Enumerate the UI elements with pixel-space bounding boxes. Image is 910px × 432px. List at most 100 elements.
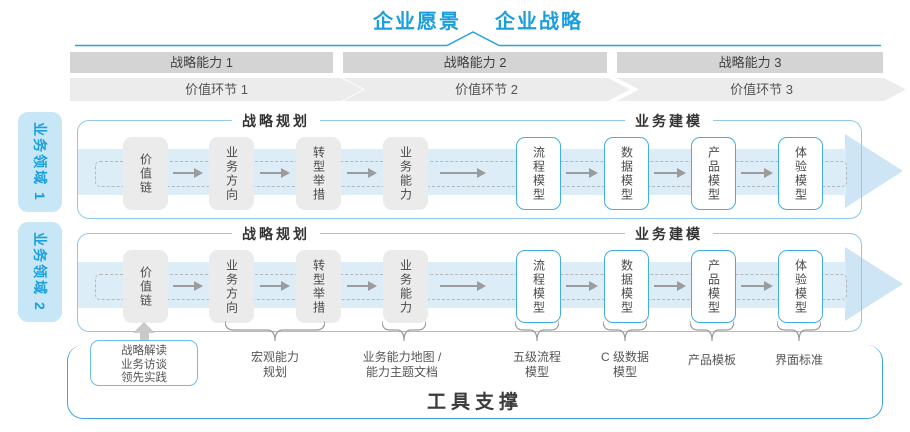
domain-label-1: 业务领域 1	[18, 112, 62, 212]
value-chain-chevron-3: 价值环节 3	[617, 78, 906, 101]
up-arrow-icon	[133, 322, 155, 333]
node-label: 流程模型	[531, 258, 546, 315]
node-label: 业务能力	[398, 145, 413, 202]
flow-arrow-icon	[347, 281, 377, 291]
flow-node-business-capability: 业务能力	[383, 137, 428, 210]
flow-arrow-icon	[741, 281, 773, 291]
node-label: 业务方向	[224, 258, 239, 315]
brace-icon	[603, 321, 647, 342]
note-interface-standard: 界面标准	[754, 353, 844, 368]
source-box: 战略解读 业务访谈 领先实践	[90, 340, 198, 386]
note-data-model: C 级数据 模型	[580, 350, 670, 380]
node-label: 价值链	[138, 265, 153, 308]
flow-node-value-chain: 价值链	[123, 250, 168, 323]
top-titles: 企业愿景 企业战略	[373, 5, 583, 34]
node-label: 数据模型	[619, 145, 634, 202]
node-label: 业务能力	[398, 258, 413, 315]
flow-arrow-icon	[173, 281, 203, 291]
flow-node-business-capability: 业务能力	[383, 250, 428, 323]
note-line: 业务能力地图 /	[362, 350, 442, 364]
domain-row-2: 价值链 业务方向 转型举措 业务能力 流程模型 数据模型 产品模型 体验模型 战…	[77, 225, 862, 332]
section-title-planning: 战略规划	[232, 112, 320, 130]
note-line: 五级流程	[512, 350, 561, 364]
flow-node-value-chain: 价值链	[123, 137, 168, 210]
flow-node-product-model: 产品模型	[691, 250, 736, 323]
flow-arrow-icon	[654, 281, 686, 291]
flow-arrow-icon	[440, 281, 486, 291]
section-title-modeling: 业务建模	[625, 225, 713, 243]
flow-arrow-icon	[260, 168, 290, 178]
node-label: 体验模型	[793, 258, 808, 315]
brace-icon	[515, 321, 559, 342]
domain-row-1: 价值链 业务方向 转型举措 业务能力 流程模型 数据模型 产品模型 体验模型 战…	[77, 112, 862, 219]
domain-label-text: 业务领域 1	[32, 122, 48, 202]
flow-node-process-model: 流程模型	[516, 137, 561, 210]
flow-node-experience-model: 体验模型	[778, 137, 823, 210]
flow-node-transformation-initiatives: 转型举措	[296, 250, 341, 323]
strategic-capability-bar-2: 战略能力 2	[343, 52, 607, 73]
note-process-model: 五级流程 模型	[492, 350, 582, 380]
note-line: 界面标准	[774, 353, 823, 367]
brace-icon	[225, 321, 325, 342]
section-title-planning: 战略规划	[232, 225, 320, 243]
note-line: 模型	[524, 365, 549, 379]
flow-node-data-model: 数据模型	[604, 250, 649, 323]
big-arrow-icon	[845, 134, 903, 208]
node-label: 转型举措	[311, 258, 326, 315]
tool-support-label: 工具支撑	[426, 392, 523, 413]
domain-label-2: 业务领域 2	[18, 222, 62, 322]
node-label: 转型举措	[311, 145, 326, 202]
flow-arrow-icon	[566, 281, 598, 291]
node-label: 价值链	[138, 152, 153, 195]
note-line: C 级数据	[600, 350, 649, 364]
source-line: 业务访谈	[121, 358, 167, 371]
node-label: 产品模型	[706, 145, 721, 202]
note-line: 产品模板	[687, 353, 736, 367]
strategic-capability-bar-1: 战略能力 1	[70, 52, 333, 73]
flow-arrow-icon	[440, 168, 486, 178]
domain-label-text: 业务领域 2	[32, 232, 48, 312]
flow-arrow-icon	[260, 281, 290, 291]
flow-arrow-icon	[654, 168, 686, 178]
note-line: 规划	[262, 365, 287, 379]
value-chain-chevron-1: 价值环节 1	[70, 78, 363, 101]
strategy-title: 企业战略	[495, 11, 583, 33]
node-label: 产品模型	[706, 258, 721, 315]
node-label: 流程模型	[531, 145, 546, 202]
big-arrow-icon	[845, 247, 903, 321]
source-line: 战略解读	[121, 345, 167, 357]
brace-icon	[690, 321, 734, 342]
note-line: 能力主题文档	[365, 365, 438, 379]
note-product-template: 产品模板	[667, 353, 757, 368]
dashed-track	[95, 274, 847, 300]
flow-node-product-model: 产品模型	[691, 137, 736, 210]
strategic-capability-bar-3: 战略能力 3	[617, 52, 883, 73]
section-title-modeling: 业务建模	[625, 112, 713, 130]
note-line: 宏观能力	[250, 350, 299, 364]
flow-node-process-model: 流程模型	[516, 250, 561, 323]
top-connector-line	[75, 31, 881, 47]
value-chain-chevron-2: 价值环节 2	[343, 78, 630, 101]
flow-node-business-direction: 业务方向	[209, 137, 254, 210]
flow-arrow-icon	[741, 168, 773, 178]
flow-arrow-icon	[566, 168, 598, 178]
brace-icon	[382, 321, 426, 342]
note-macro-capability: 宏观能力 规划	[215, 350, 335, 380]
tool-support-container: 工具支撑	[67, 345, 883, 419]
flow-node-data-model: 数据模型	[604, 137, 649, 210]
node-label: 体验模型	[793, 145, 808, 202]
node-label: 数据模型	[619, 258, 634, 315]
caret-icon	[75, 31, 881, 47]
flow-arrow-icon	[347, 168, 377, 178]
up-arrow-icon	[140, 332, 149, 342]
source-line: 领先实践	[121, 372, 167, 384]
brace-icon	[777, 321, 821, 342]
flow-node-business-direction: 业务方向	[209, 250, 254, 323]
dashed-track	[95, 161, 847, 187]
note-line: 模型	[612, 365, 637, 379]
flow-node-experience-model: 体验模型	[778, 250, 823, 323]
flow-arrow-icon	[173, 168, 203, 178]
note-capability-map: 业务能力地图 / 能力主题文档	[332, 350, 472, 380]
node-label: 业务方向	[224, 145, 239, 202]
